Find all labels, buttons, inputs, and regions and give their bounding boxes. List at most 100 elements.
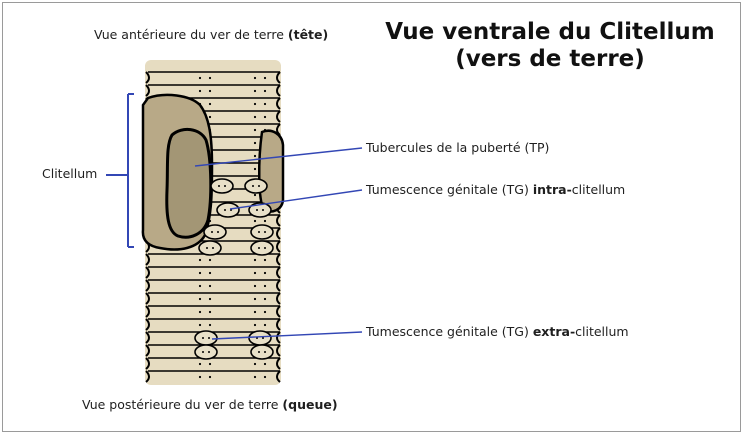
seta-dot [198, 89, 202, 93]
swelling-dot [206, 247, 208, 249]
seta-dot [253, 297, 257, 301]
seta-dot [253, 362, 257, 366]
genital-swelling [216, 202, 240, 218]
seta-dot [263, 76, 267, 80]
seta-dot [253, 310, 257, 314]
seta-dot [198, 297, 202, 301]
tg-extra-bold: extra- [532, 324, 576, 339]
pointer-tg-extra [211, 331, 363, 340]
clitellum-bracket [106, 93, 134, 248]
pointer-lines [194, 147, 363, 340]
swelling-dot [208, 337, 210, 339]
puberty-tubercle [165, 127, 213, 239]
swelling-dot [264, 351, 266, 353]
segment-edge-left [145, 84, 150, 97]
segment-edge-right [276, 279, 281, 292]
anterior-label: Vue antérieure du ver de terre (tête) [94, 27, 328, 42]
tg-intra-suffix: clitellum [571, 182, 626, 197]
seta-dot [208, 375, 212, 379]
segment-edge-left [145, 292, 150, 305]
seta-dot [253, 102, 257, 106]
seta-dot [198, 362, 202, 366]
swelling-dot [218, 185, 220, 187]
seta-dot [198, 271, 202, 275]
swelling-dot [217, 231, 219, 233]
segment-edge-right [276, 266, 281, 279]
title-line-1: Vue ventrale du Clitellum [385, 19, 715, 45]
seta-dot [253, 193, 257, 197]
seta-dot [263, 375, 267, 379]
swelling-dot [202, 351, 204, 353]
seta-dot [208, 362, 212, 366]
swelling-dot [258, 351, 260, 353]
genital-swelling [250, 224, 274, 240]
seta-dot [253, 89, 257, 93]
segment-edge-right [276, 357, 281, 370]
swelling-dot [256, 209, 258, 211]
seta-dot [253, 167, 257, 171]
posterior-label-text: Vue postérieure du ver de terre [82, 397, 283, 412]
pointer-tp [194, 147, 363, 167]
seta-dot [208, 115, 212, 119]
tg-extra-text: Tumescence génitale (TG) [366, 324, 533, 339]
swelling-dot [212, 247, 214, 249]
posterior-label: Vue postérieure du ver de terre (queue) [82, 397, 338, 412]
segment-edge-left [145, 357, 150, 370]
seta-dot [208, 89, 212, 93]
segment-edge-right [276, 227, 281, 240]
seta-dot [263, 271, 267, 275]
swelling-dot [258, 185, 260, 187]
seta-dot [263, 258, 267, 262]
swelling-dot [262, 209, 264, 211]
clitellum-right-lobe [257, 129, 285, 213]
genital-swelling [248, 330, 272, 346]
genital-swelling [194, 344, 218, 360]
genital-swellings [194, 178, 274, 360]
anterior-label-text: Vue antérieure du ver de terre [94, 27, 288, 42]
tg-intra-text: Tumescence génitale (TG) [366, 182, 533, 197]
genital-swelling [250, 344, 274, 360]
segment-edge-right [276, 240, 281, 253]
segment-edge-left [145, 279, 150, 292]
segment-edge-right [276, 318, 281, 331]
seta-dot [263, 362, 267, 366]
clitellum-label: Clitellum [42, 166, 98, 181]
posterior-label-bold: (queue) [282, 397, 338, 412]
page-title: Vue ventrale du Clitellum (vers de terre… [385, 19, 715, 73]
seta-dot [208, 258, 212, 262]
segment-edge-right [276, 84, 281, 97]
seta-dot [198, 375, 202, 379]
swelling-dot [202, 337, 204, 339]
segment-edge-left [145, 71, 150, 84]
seta-dot [253, 128, 257, 132]
swelling-dot [258, 231, 260, 233]
segment-edge-right [276, 253, 281, 266]
segment-edge-right [276, 292, 281, 305]
seta-dot [198, 310, 202, 314]
anterior-label-bold: (tête) [287, 27, 329, 42]
tp-label: Tubercules de la puberté (TP) [366, 140, 550, 155]
seta-dot [253, 375, 257, 379]
genital-swelling [244, 178, 268, 194]
seta-dot [253, 258, 257, 262]
segment-edge-right [276, 71, 281, 84]
seta-dot [253, 271, 257, 275]
segment-edge-left [145, 344, 150, 357]
segment-edge-left [145, 266, 150, 279]
seta-dot [253, 323, 257, 327]
segment-edge-left [145, 305, 150, 318]
swelling-dot [258, 247, 260, 249]
tg-extra-suffix: clitellum [575, 324, 629, 339]
segment-edge-right [276, 214, 281, 227]
pointer-tg-intra [229, 189, 363, 210]
segment-edge-left [145, 331, 150, 344]
seta-dot [253, 141, 257, 145]
genital-swelling [194, 330, 218, 346]
seta-dot [263, 89, 267, 93]
segment-edge-right [276, 97, 281, 110]
segment-edge-right [276, 305, 281, 318]
clitellum-saddle [141, 93, 285, 251]
tg-intra-label: Tumescence génitale (TG) intra-clitellum [366, 182, 625, 197]
genital-swelling [250, 240, 274, 256]
